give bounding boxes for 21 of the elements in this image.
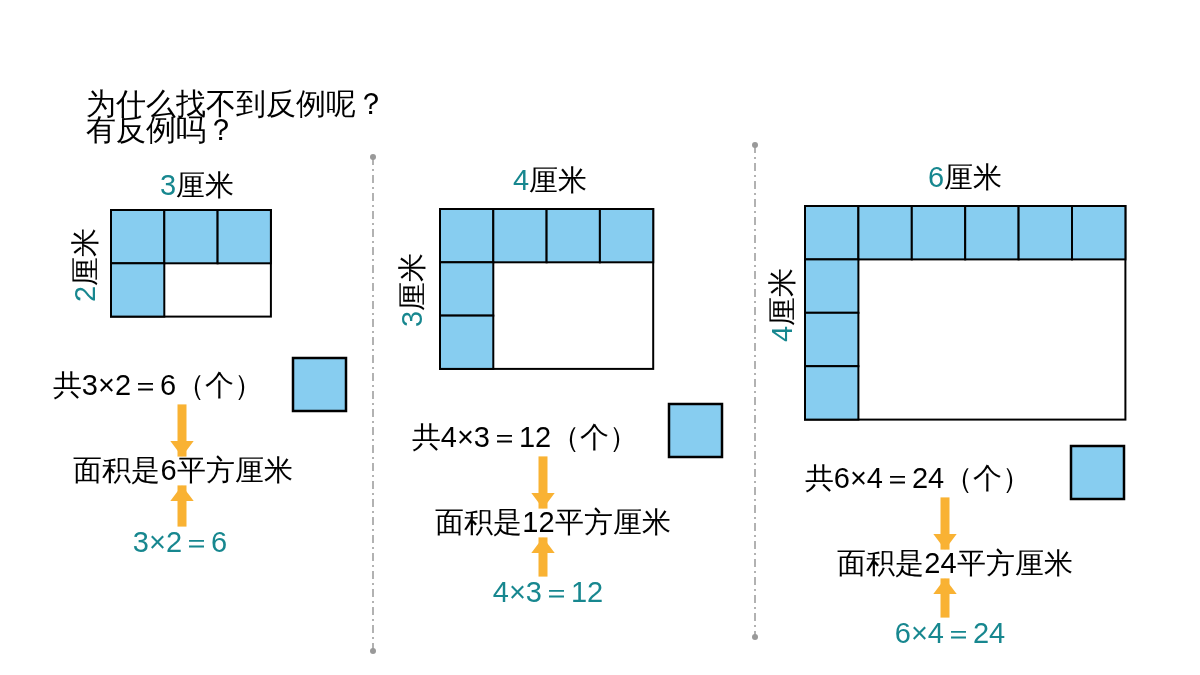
statement-text: 面积是12平方厘米 xyxy=(435,504,671,540)
dimension-label: 2厘米 xyxy=(67,227,102,303)
dimension-label: 3厘米 xyxy=(394,252,429,328)
formula-text: 6×4＝24 xyxy=(894,615,1006,651)
formula-text: 4×3＝12 xyxy=(492,574,604,610)
block-arrow xyxy=(531,456,555,509)
block-arrow xyxy=(170,404,194,457)
statement-text: 共6×4＝24（个） xyxy=(804,460,1032,496)
dimension-label: 4厘米 xyxy=(512,162,588,198)
formula-text: 3×2＝6 xyxy=(132,524,228,560)
block-arrow xyxy=(531,537,555,577)
dimension-label: 4厘米 xyxy=(764,267,799,343)
statement-text: 面积是24平方厘米 xyxy=(837,545,1073,581)
statement-text: 共3×2＝6（个） xyxy=(52,367,264,403)
dimension-label: 3厘米 xyxy=(159,167,235,203)
block-arrow xyxy=(933,497,957,550)
statement-text: 共4×3＝12（个） xyxy=(411,419,639,455)
block-arrow xyxy=(170,485,194,527)
dimension-label: 6厘米 xyxy=(927,159,1003,195)
statement-text: 面积是6平方厘米 xyxy=(73,452,293,488)
block-arrow xyxy=(933,578,957,618)
